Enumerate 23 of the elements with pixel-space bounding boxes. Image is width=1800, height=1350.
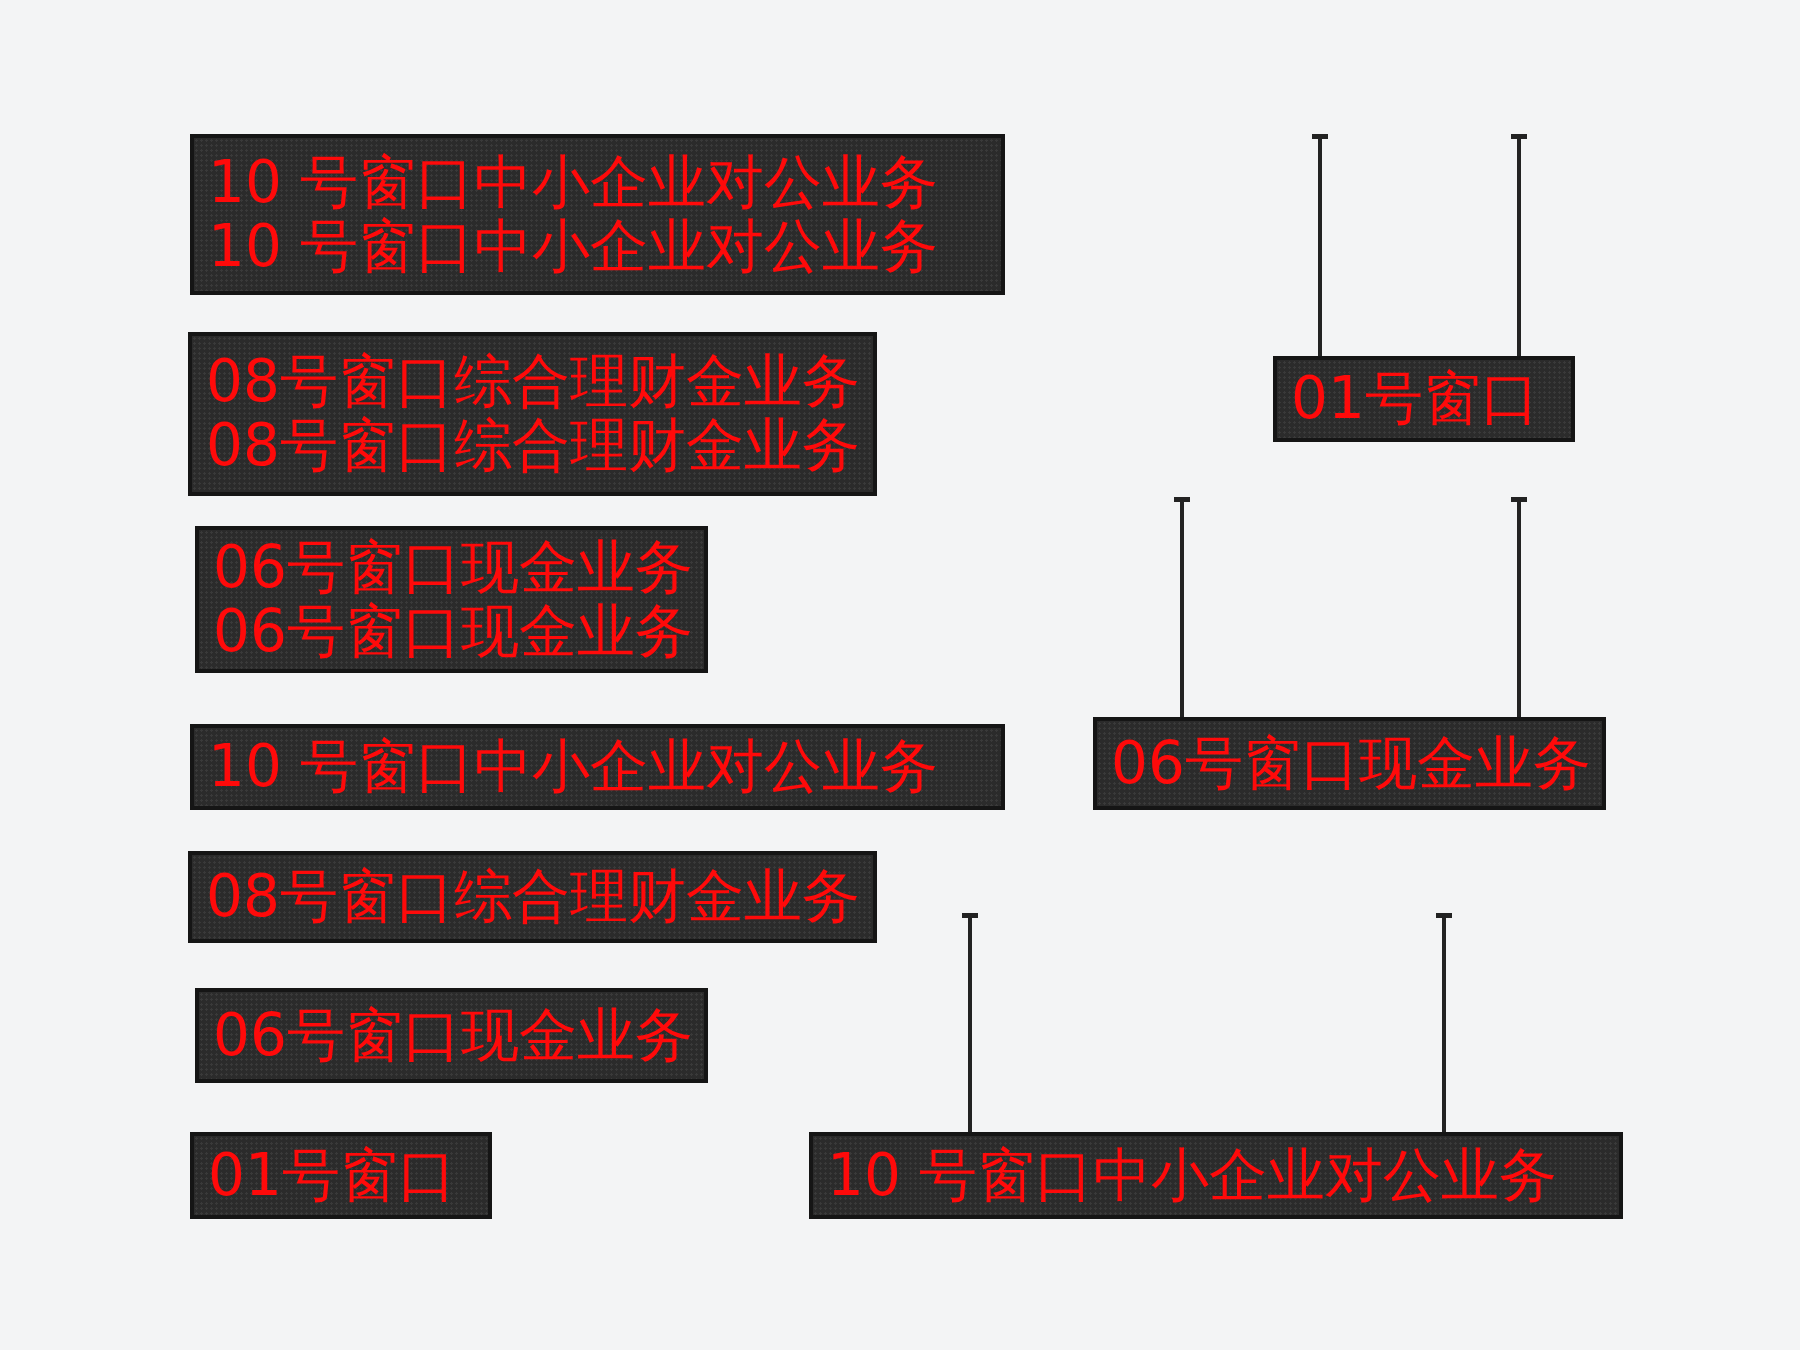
sign-text: 06号窗口现金业务: [213, 599, 693, 664]
led-sign-board: [188, 851, 877, 943]
sign-text: 10 号窗口中小企业对公业务: [208, 735, 939, 799]
sign-text: 10 号窗口中小企业对公业务: [827, 1143, 1558, 1208]
sign-text: 06号窗口现金业务: [213, 535, 693, 600]
led-sign-board: [190, 134, 1005, 295]
led-sign-board: [1273, 356, 1575, 442]
sign-text: 10 号窗口中小企业对公业务: [208, 214, 939, 279]
sign-text: 06号窗口现金业务: [1111, 731, 1591, 796]
sign-text: 01号窗口: [208, 1143, 456, 1208]
sign-text: 08号窗口综合理财金业务: [206, 350, 860, 414]
led-sign-board: [809, 1132, 1623, 1219]
led-sign-board: [190, 1132, 492, 1219]
led-sign-board: [188, 332, 877, 496]
sign-text: 06号窗口现金业务: [213, 1003, 693, 1068]
sign-text: 08号窗口综合理财金业务: [206, 865, 860, 929]
led-sign-board: [195, 526, 708, 673]
sign-text: 08号窗口综合理财金业务: [206, 414, 860, 478]
led-sign-board: [195, 988, 708, 1083]
sign-text: 01号窗口: [1291, 367, 1539, 431]
led-sign-board: [1093, 717, 1606, 810]
led-sign-board: [190, 724, 1005, 810]
sign-text: 10 号窗口中小企业对公业务: [208, 150, 939, 215]
